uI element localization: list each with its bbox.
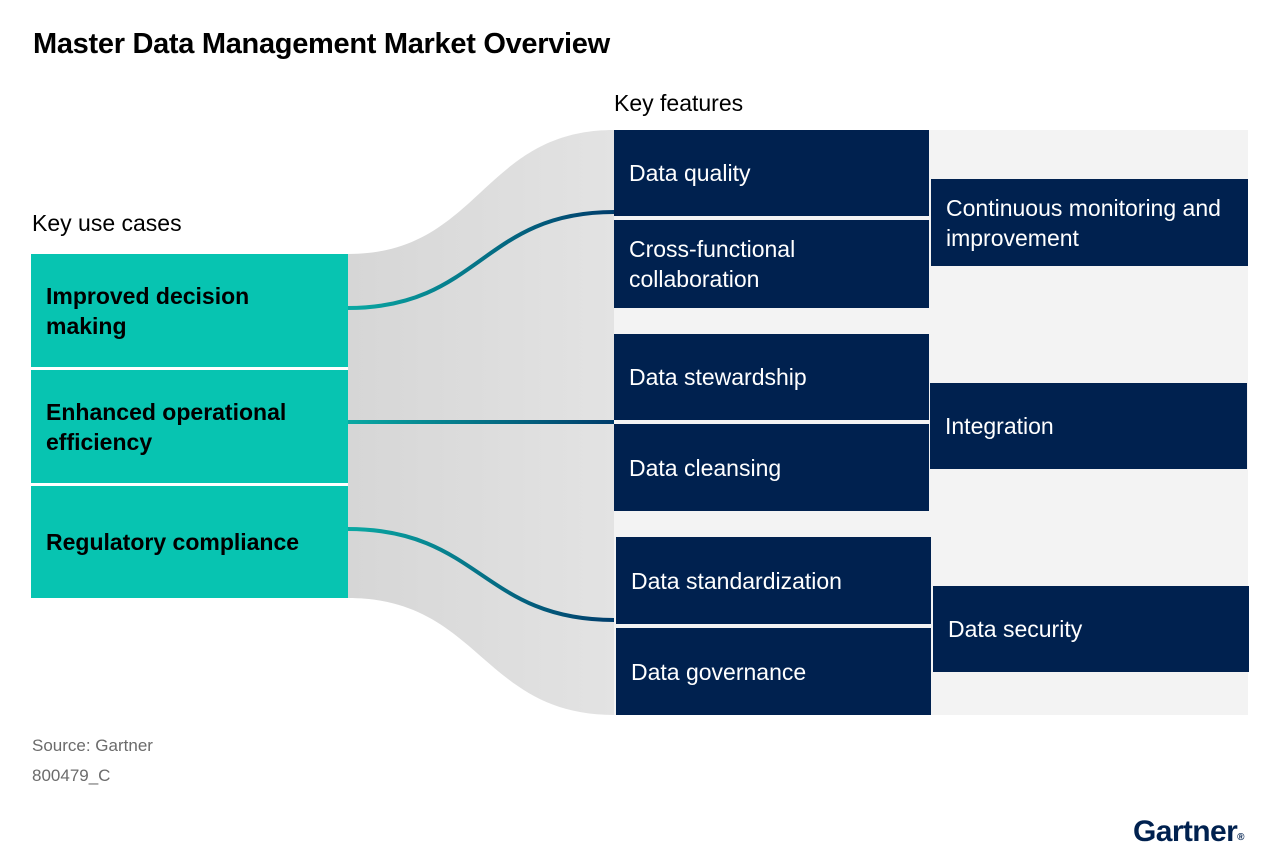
- page-title: Master Data Management Market Overview: [33, 28, 610, 60]
- registered-mark: ®: [1237, 832, 1245, 843]
- outcome-continuous-monitoring: Continuous monitoring and improvement: [931, 179, 1248, 266]
- feature-data-standardization: Data standardization: [616, 537, 931, 624]
- feature-data-cleansing: Data cleansing: [614, 424, 929, 511]
- feature-data-quality: Data quality: [614, 130, 929, 216]
- figure-code: 800479_C: [32, 766, 111, 785]
- outcome-integration: Integration: [930, 383, 1247, 469]
- use-cases-heading: Key use cases: [32, 210, 182, 236]
- features-heading: Key features: [614, 90, 744, 116]
- use-case-improved-decision-making: Improved decision making: [31, 254, 348, 367]
- feature-data-governance: Data governance: [616, 628, 931, 715]
- gartner-logo: Gartner®: [1133, 815, 1245, 849]
- use-case-enhanced-operational-efficiency: Enhanced operational efficiency: [31, 370, 348, 483]
- use-case-regulatory-compliance: Regulatory compliance: [31, 486, 348, 598]
- logo-text: Gartner: [1133, 815, 1238, 848]
- feature-cross-functional-collaboration: Cross-functional collaboration: [614, 220, 929, 308]
- feature-data-stewardship: Data stewardship: [614, 334, 929, 420]
- source-note: Source: Gartner: [32, 736, 153, 755]
- connector-decision: [347, 210, 615, 310]
- outcome-data-security: Data security: [933, 586, 1249, 672]
- connector-compliance: [347, 527, 615, 622]
